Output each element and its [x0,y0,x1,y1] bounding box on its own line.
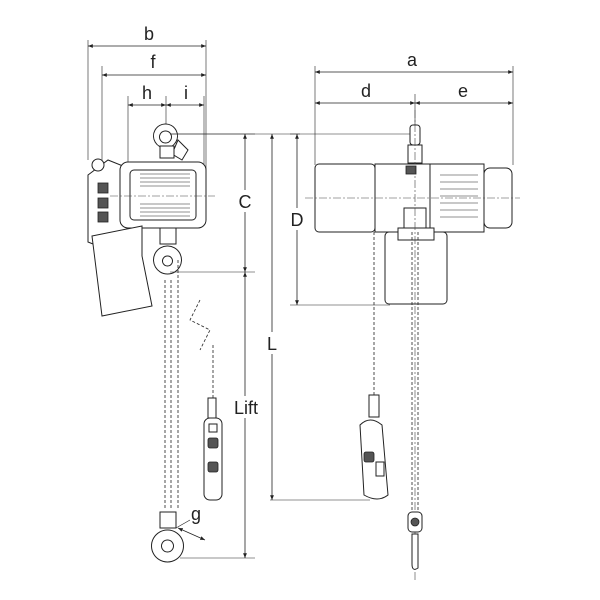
label-d: d [361,81,371,101]
dimension-f: f [101,52,206,160]
label-b: b [144,24,154,44]
label-h: h [142,83,152,103]
top-hook [153,123,189,161]
bottom-hook [151,511,191,563]
label-f: f [150,52,156,72]
label-g: g [191,504,201,524]
label-L: L [267,334,277,354]
label-C: C [239,192,252,212]
chain-lines-side [164,260,214,510]
side-view: b f h i [87,24,370,563]
dimension-a: a [314,50,514,165]
chain-lines-front [373,110,419,580]
motor-fins [440,174,478,218]
front-view: a d e [288,50,520,580]
chain-bag [91,225,153,317]
label-D: D [291,210,304,230]
pendant-switch-front [359,394,389,500]
label-e: e [458,81,468,101]
hoist-body-side [110,161,215,229]
dimension-h-i: h i [127,83,205,165]
dimension-L: L [170,133,370,501]
pendant-switch-side [203,397,223,501]
bottom-block [153,227,182,275]
label-i: i [184,83,188,103]
control-box [87,158,129,251]
dimension-g: g [177,504,206,541]
bottom-hook-front [407,511,423,570]
dimension-d-e: d e [315,81,513,125]
dimension-b: b [87,24,207,170]
hoist-body-front [305,163,520,233]
label-Lift: Lift [234,398,258,418]
dimension-D: D [288,133,410,306]
label-a: a [407,50,418,70]
dimension-Lift: Lift [180,272,262,559]
chain-bag-front [384,227,448,305]
